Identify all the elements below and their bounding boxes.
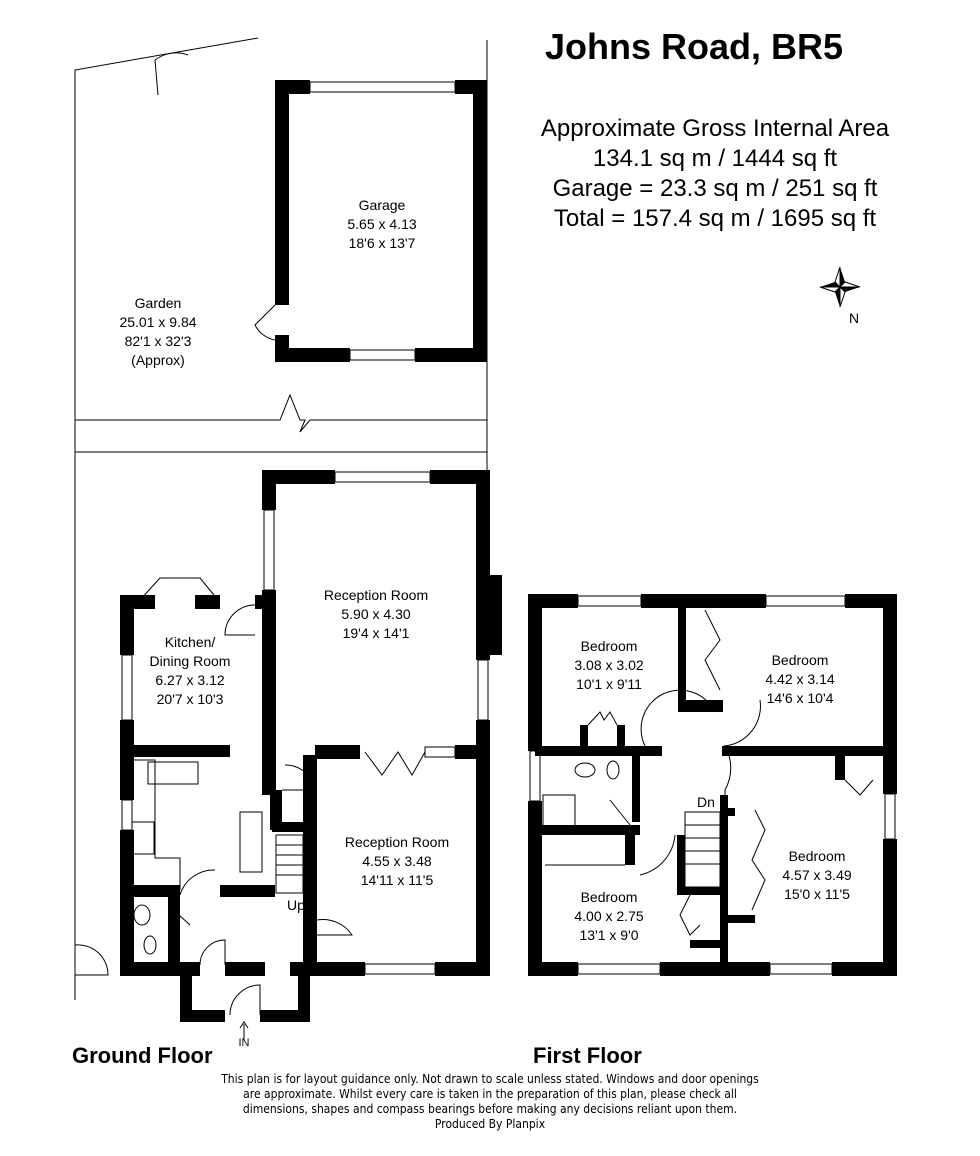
stairs — [684, 811, 721, 888]
first-floor-label: First Floor — [533, 1043, 642, 1068]
room-imperial: 14'11 x 11'5 — [361, 872, 434, 888]
room-note: (Approx) — [131, 352, 185, 368]
garage: Garage 5.65 x 4.13 18'6 x 13'7 — [254, 80, 487, 362]
disclaimer-line: dimensions, shapes and compass bearings … — [242, 1102, 738, 1116]
area-summary: Approximate Gross Internal Area 134.1 sq… — [505, 114, 925, 234]
room-label: Reception Room — [324, 587, 428, 603]
room-imperial: 18'6 x 13'7 — [349, 235, 416, 251]
room-label: Bedroom — [772, 652, 829, 668]
reception-room-1: Reception Room 5.90 x 4.30 19'4 x 14'1 — [262, 470, 502, 776]
room-imperial: 14'6 x 10'4 — [767, 690, 834, 706]
room-metric: 25.01 x 9.84 — [119, 314, 196, 330]
compass-label: N — [849, 310, 859, 326]
stairs-down-label: Dn — [697, 794, 715, 810]
room-imperial: 15'0 x 11'5 — [784, 886, 850, 902]
room-imperial: 19'4 x 14'1 — [343, 625, 410, 641]
disclaimer: This plan is for layout guidance only. N… — [220, 1072, 760, 1132]
garden: Garden 25.01 x 9.84 82'1 x 32'3 (Approx) — [74, 37, 488, 1000]
room-metric: 6.27 x 3.12 — [155, 672, 224, 688]
room-metric: 4.42 x 3.14 — [765, 671, 834, 687]
room-label: Bedroom — [789, 848, 846, 864]
entrance-label: IN — [239, 1037, 250, 1049]
room-imperial: 10'1 x 9'11 — [576, 676, 642, 692]
stairs — [275, 834, 304, 894]
room-label: Garage — [359, 197, 406, 213]
room-label: Bedroom — [581, 889, 638, 905]
room-metric: 5.90 x 4.30 — [341, 606, 410, 622]
reception-room-2: Reception Room 4.55 x 3.48 14'11 x 11'5 — [345, 755, 490, 975]
producer-credit: Produced By Planpix — [434, 1117, 546, 1131]
room-metric: 4.57 x 3.49 — [782, 867, 851, 883]
room-label: Garden — [135, 295, 182, 311]
room-label: Bedroom — [581, 638, 638, 654]
ground-floor-label: Ground Floor — [72, 1043, 213, 1068]
room-imperial: 82'1 x 32'3 — [125, 333, 192, 349]
stairs-up-label: Up — [287, 897, 305, 913]
room-metric: 4.55 x 3.48 — [362, 853, 431, 869]
property-title: Johns Road, BR5 — [545, 26, 844, 67]
kitchen-dining-room: Kitchen/ Dining Room 6.27 x 3.12 20'7 x … — [120, 577, 276, 975]
room-imperial: 20'7 x 10'3 — [157, 691, 224, 707]
compass-icon: N — [819, 266, 861, 326]
area-total: Total = 157.4 sq m / 1695 sq ft — [553, 205, 877, 232]
first-floor-plan: Dn Bedroom 3.08 x 3.02 10'1 x 9'11 Bedro… — [528, 594, 897, 976]
room-label: Reception Room — [345, 834, 449, 850]
disclaimer-line: This plan is for layout guidance only. N… — [221, 1072, 759, 1086]
wc-and-hall: IN Up — [120, 755, 490, 1049]
room-metric: 5.65 x 4.13 — [347, 216, 416, 232]
area-main: 134.1 sq m / 1444 sq ft — [592, 145, 838, 172]
room-label: Kitchen/ — [165, 634, 216, 650]
room-metric: 4.00 x 2.75 — [574, 908, 643, 924]
room-imperial: 13'1 x 9'0 — [579, 927, 638, 943]
area-garage: Garage = 23.3 sq m / 251 sq ft — [552, 175, 878, 202]
area-heading: Approximate Gross Internal Area — [540, 115, 890, 142]
room-metric: 3.08 x 3.02 — [574, 657, 643, 673]
disclaimer-line: are approximate. Whilst every care is ta… — [243, 1087, 737, 1101]
room-label-2: Dining Room — [150, 653, 231, 669]
